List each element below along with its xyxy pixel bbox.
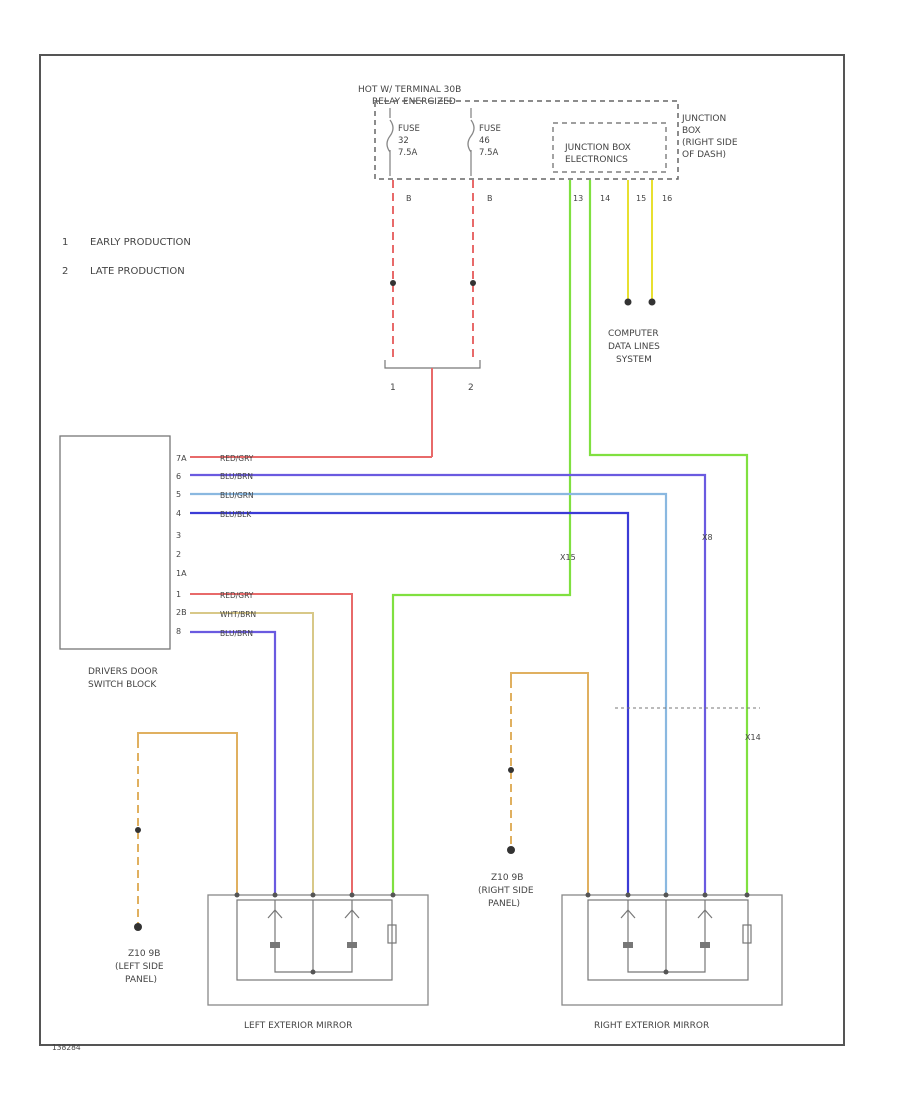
svg-text:7.5A: 7.5A	[398, 148, 418, 158]
right-ground-label-1: Z10 9B	[491, 873, 523, 883]
svg-text:46: 46	[479, 136, 490, 146]
green-wires	[391, 180, 749, 895]
switch-block-wires	[190, 456, 707, 895]
switch-block-pins: 7A 6 5 4 3 2 1A 1 2B 8	[176, 454, 187, 636]
switch-block	[59, 435, 171, 650]
jbe-pin-3: 15	[636, 194, 646, 203]
legend-num-2: 2	[62, 266, 68, 277]
jbe-pin-1: 13	[573, 194, 583, 203]
right-ground-wire	[507, 672, 589, 895]
jbe-outline	[552, 122, 667, 173]
svg-text:5: 5	[176, 490, 181, 499]
switch-block-wire-labels: RED/GRY BLU/BRN BLU/GRN BLU/BLK RED/GRY …	[220, 454, 256, 638]
left-mirror-label: LEFT EXTERIOR MIRROR	[244, 1021, 352, 1031]
svg-text:BLU/BRN: BLU/BRN	[220, 629, 253, 638]
svg-text:3: 3	[176, 531, 181, 540]
right-mirror	[561, 894, 783, 1006]
junction-box-label-1: JUNCTION	[681, 114, 726, 124]
svg-text:X8: X8	[702, 533, 713, 542]
figure-id: 138284	[52, 1043, 81, 1052]
svg-text:1A: 1A	[176, 569, 187, 578]
svg-text:BLU/GRN: BLU/GRN	[220, 491, 254, 500]
svg-text:1: 1	[176, 590, 181, 599]
svg-text:2: 2	[176, 550, 181, 559]
switch-block-label-2: SWITCH BLOCK	[88, 680, 157, 690]
computer-data-lines-1: COMPUTER	[608, 329, 659, 339]
svg-text:7A: 7A	[176, 454, 187, 463]
fuse-46: FUSE 46 7.5A	[467, 108, 501, 176]
left-ground-label-1: Z10 9B	[128, 949, 160, 959]
svg-text:BLU/BLK: BLU/BLK	[220, 510, 252, 519]
computer-data-lines-2: DATA LINES	[608, 342, 660, 352]
svg-text:32: 32	[398, 136, 409, 146]
svg-text:2B: 2B	[176, 608, 187, 617]
svg-text:X15: X15	[560, 553, 576, 562]
svg-text:WHT/BRN: WHT/BRN	[220, 610, 256, 619]
data-line-wires	[624, 180, 656, 306]
splice-label-1: 1	[390, 383, 396, 393]
legend-text-2: LATE PRODUCTION	[90, 266, 185, 277]
switch-block-label-1: DRIVERS DOOR	[88, 667, 158, 677]
left-mirror	[207, 894, 429, 1006]
legend-text-1: EARLY PRODUCTION	[90, 237, 191, 248]
jbe-label-2: ELECTRONICS	[565, 155, 628, 165]
jbe-label-1: JUNCTION BOX	[564, 143, 631, 153]
svg-text:FUSE: FUSE	[398, 124, 420, 134]
svg-text:BLU/BRN: BLU/BRN	[220, 472, 253, 481]
junction-box-label-3: (RIGHT SIDE	[682, 138, 738, 148]
svg-text:6: 6	[176, 472, 181, 481]
hot-label-line2: RELAY ENERGIZED	[372, 97, 456, 107]
fuse-32: FUSE 32 7.5A	[386, 108, 420, 176]
mirror-pins	[234, 892, 750, 898]
legend-num-1: 1	[62, 237, 68, 248]
inline-connectors: X8 X14 X15	[560, 533, 761, 742]
fuse-wires: 1 2	[384, 180, 481, 457]
junction-box-label-2: BOX	[682, 126, 701, 136]
computer-data-lines-3: SYSTEM	[616, 355, 652, 365]
diagram-frame	[39, 54, 845, 1046]
jbe-pin-2: 14	[600, 194, 610, 203]
right-mirror-label: RIGHT EXTERIOR MIRROR	[594, 1021, 709, 1031]
svg-text:RED/GRY: RED/GRY	[220, 591, 254, 600]
fuse1-pin: B	[406, 194, 412, 203]
svg-text:4: 4	[176, 509, 181, 518]
hot-label-line1: HOT W/ TERMINAL 30B	[358, 85, 461, 95]
svg-text:8: 8	[176, 627, 181, 636]
splice-label-2: 2	[468, 383, 474, 393]
fuse2-pin: B	[487, 194, 493, 203]
legend: 1 EARLY PRODUCTION 2 LATE PRODUCTION	[62, 237, 191, 277]
svg-text:X14: X14	[745, 733, 761, 742]
junction-box-outline	[374, 100, 679, 180]
left-ground-wire	[134, 732, 238, 931]
svg-text:7.5A: 7.5A	[479, 148, 499, 158]
junction-box-label-4: OF DASH)	[682, 150, 726, 160]
right-ground-label-3: PANEL)	[488, 899, 520, 909]
right-ground-label-2: (RIGHT SIDE	[478, 886, 534, 896]
svg-text:RED/GRY: RED/GRY	[220, 454, 254, 463]
jbe-pin-4: 16	[662, 194, 672, 203]
left-ground-label-2: (LEFT SIDE	[115, 962, 164, 972]
left-ground-label-3: PANEL)	[125, 975, 157, 985]
svg-text:FUSE: FUSE	[479, 124, 501, 134]
